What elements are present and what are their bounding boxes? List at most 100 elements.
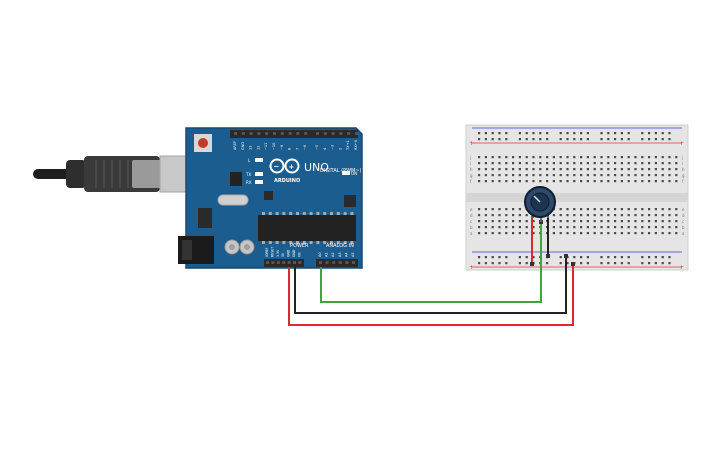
terminal-hole[interactable] <box>634 156 637 159</box>
terminal-hole[interactable] <box>641 220 644 223</box>
terminal-hole[interactable] <box>593 214 596 217</box>
terminal-hole[interactable] <box>668 220 671 223</box>
terminal-hole[interactable] <box>654 214 657 217</box>
terminal-hole[interactable] <box>648 162 651 165</box>
rail-hole[interactable] <box>559 256 562 259</box>
digital-pin-hole[interactable] <box>296 132 300 135</box>
terminal-hole[interactable] <box>668 162 671 165</box>
terminal-hole[interactable] <box>661 208 664 211</box>
terminal-hole[interactable] <box>559 168 562 171</box>
terminal-hole[interactable] <box>559 180 562 183</box>
terminal-hole[interactable] <box>532 174 535 177</box>
rail-hole[interactable] <box>525 138 528 141</box>
terminal-hole[interactable] <box>607 156 610 159</box>
digital-pin-hole[interactable] <box>355 132 358 135</box>
terminal-hole[interactable] <box>586 208 589 211</box>
terminal-hole[interactable] <box>512 174 515 177</box>
terminal-hole[interactable] <box>627 208 630 211</box>
terminal-hole[interactable] <box>607 208 610 211</box>
terminal-hole[interactable] <box>518 208 521 211</box>
terminal-hole[interactable] <box>546 180 549 183</box>
terminal-hole[interactable] <box>573 226 576 229</box>
terminal-hole[interactable] <box>580 226 583 229</box>
terminal-hole[interactable] <box>668 226 671 229</box>
terminal-hole[interactable] <box>573 174 576 177</box>
rail-hole[interactable] <box>627 256 630 259</box>
terminal-hole[interactable] <box>614 180 617 183</box>
rail-hole[interactable] <box>518 262 521 265</box>
terminal-hole[interactable] <box>559 156 562 159</box>
terminal-hole[interactable] <box>532 220 535 223</box>
terminal-hole[interactable] <box>539 180 542 183</box>
terminal-hole[interactable] <box>498 226 501 229</box>
terminal-hole[interactable] <box>634 220 637 223</box>
terminal-hole[interactable] <box>641 232 644 235</box>
terminal-hole[interactable] <box>566 162 569 165</box>
terminal-hole[interactable] <box>661 156 664 159</box>
terminal-hole[interactable] <box>607 220 610 223</box>
digital-pin-hole[interactable] <box>241 132 245 135</box>
terminal-hole[interactable] <box>675 162 678 165</box>
terminal-hole[interactable] <box>573 208 576 211</box>
terminal-hole[interactable] <box>491 168 494 171</box>
terminal-hole[interactable] <box>586 180 589 183</box>
terminal-hole[interactable] <box>518 226 521 229</box>
rail-hole[interactable] <box>627 262 630 265</box>
rail-hole[interactable] <box>586 256 589 259</box>
terminal-hole[interactable] <box>512 220 515 223</box>
terminal-hole[interactable] <box>634 162 637 165</box>
terminal-hole[interactable] <box>627 214 630 217</box>
terminal-hole[interactable] <box>484 180 487 183</box>
terminal-hole[interactable] <box>512 168 515 171</box>
terminal-hole[interactable] <box>600 208 603 211</box>
terminal-hole[interactable] <box>614 162 617 165</box>
rail-hole[interactable] <box>627 138 630 141</box>
terminal-hole[interactable] <box>491 156 494 159</box>
rail-hole[interactable] <box>498 256 501 259</box>
terminal-hole[interactable] <box>675 232 678 235</box>
terminal-hole[interactable] <box>580 208 583 211</box>
terminal-hole[interactable] <box>600 226 603 229</box>
analog-pin-hole[interactable] <box>332 261 336 264</box>
terminal-hole[interactable] <box>552 156 555 159</box>
terminal-hole[interactable] <box>600 232 603 235</box>
terminal-hole[interactable] <box>627 156 630 159</box>
terminal-hole[interactable] <box>614 208 617 211</box>
terminal-hole[interactable] <box>505 180 508 183</box>
digital-pin-hole[interactable] <box>265 132 269 135</box>
terminal-hole[interactable] <box>620 226 623 229</box>
wires[interactable] <box>288 216 575 326</box>
reset-button-cap[interactable] <box>198 138 208 148</box>
terminal-hole[interactable] <box>498 174 501 177</box>
terminal-hole[interactable] <box>586 214 589 217</box>
terminal-hole[interactable] <box>668 208 671 211</box>
terminal-hole[interactable] <box>525 232 528 235</box>
terminal-hole[interactable] <box>559 174 562 177</box>
terminal-hole[interactable] <box>593 208 596 211</box>
rail-hole[interactable] <box>518 256 521 259</box>
terminal-hole[interactable] <box>593 180 596 183</box>
terminal-hole[interactable] <box>546 174 549 177</box>
terminal-hole[interactable] <box>627 232 630 235</box>
terminal-hole[interactable] <box>512 208 515 211</box>
terminal-hole[interactable] <box>566 220 569 223</box>
terminal-hole[interactable] <box>607 226 610 229</box>
rail-hole[interactable] <box>607 256 610 259</box>
rail-hole[interactable] <box>654 132 657 135</box>
terminal-hole[interactable] <box>505 162 508 165</box>
terminal-hole[interactable] <box>478 226 481 229</box>
rail-hole[interactable] <box>491 132 494 135</box>
rail-hole[interactable] <box>600 132 603 135</box>
terminal-hole[interactable] <box>580 162 583 165</box>
terminal-hole[interactable] <box>648 214 651 217</box>
terminal-hole[interactable] <box>491 180 494 183</box>
terminal-hole[interactable] <box>518 214 521 217</box>
rail-hole[interactable] <box>573 138 576 141</box>
terminal-hole[interactable] <box>525 168 528 171</box>
terminal-hole[interactable] <box>539 168 542 171</box>
rail-hole[interactable] <box>620 138 623 141</box>
digital-pin-hole[interactable] <box>323 132 327 135</box>
terminal-hole[interactable] <box>675 220 678 223</box>
rail-hole[interactable] <box>620 256 623 259</box>
